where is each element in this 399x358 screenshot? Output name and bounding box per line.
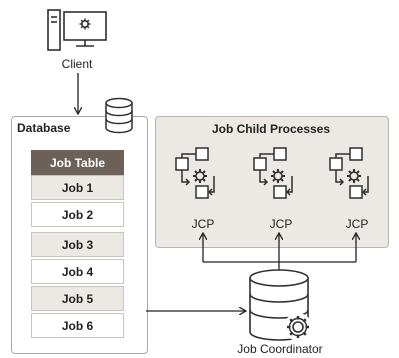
- job-child-processes-title: Job Child Processes: [211, 122, 331, 136]
- database-label: Database: [17, 121, 71, 135]
- jcp-label-3: JCP: [345, 217, 369, 231]
- jcp-label-1: JCP: [191, 217, 215, 231]
- job-table-row: Job 4: [31, 259, 124, 284]
- job-table-row: Job 2: [31, 202, 124, 227]
- coordinator-to-jcp-connectors: [203, 233, 356, 270]
- job-table-row: Job 5: [31, 286, 124, 311]
- job-coordinator-icon: [249, 269, 312, 341]
- client-label: Client: [61, 57, 93, 71]
- job-child-processes-panel: [155, 116, 389, 248]
- job-coordinator-label: Job Coordinator: [237, 342, 323, 356]
- database-icon: [105, 97, 133, 134]
- process-icon: [329, 147, 369, 199]
- job-table-header: Job Table: [31, 150, 124, 175]
- job-table-row: Job 6: [31, 313, 124, 338]
- jcp-label-2: JCP: [269, 217, 293, 231]
- job-table-row: Job 3: [31, 232, 124, 257]
- job-table-row: Job 1: [31, 175, 124, 200]
- client-computer-icon: [47, 9, 107, 51]
- process-icon: [175, 147, 215, 199]
- process-icon: [253, 147, 293, 199]
